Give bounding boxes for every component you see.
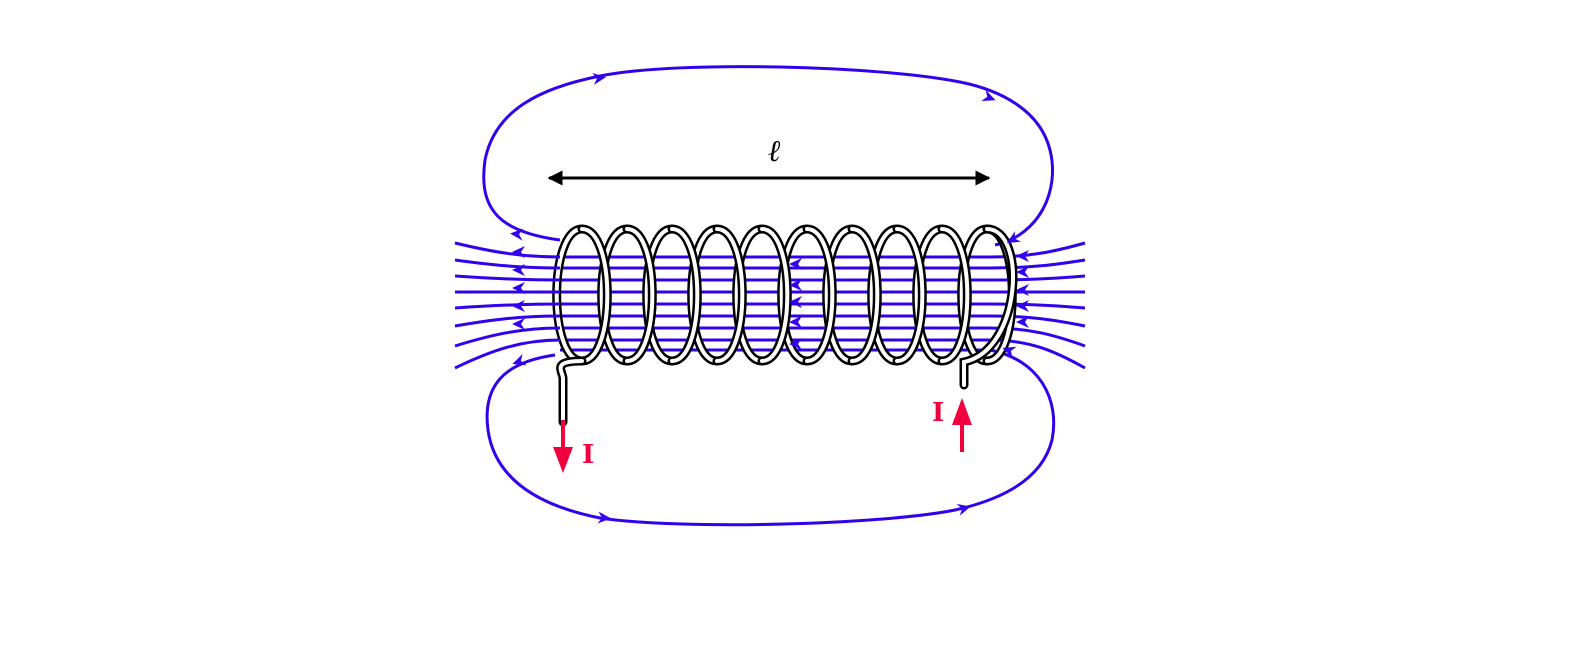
field-arrowhead (512, 300, 525, 312)
coil-front-loops (556, 224, 1018, 427)
field-arrowhead (789, 316, 802, 328)
coil-back-half-core (689, 227, 719, 363)
field-arrowhead (592, 73, 606, 85)
right-lead-wire-core (962, 227, 1015, 387)
bottom-return-loop (485, 348, 1056, 527)
coil-back-half-core (824, 227, 854, 363)
field-arrowhead (981, 89, 996, 101)
fringe-line-left (454, 302, 561, 310)
coil-front-half-core (625, 227, 655, 363)
fringe-line-left (454, 241, 561, 259)
fringe-line-left (454, 338, 561, 370)
coil-front-half-core (670, 227, 700, 363)
fringe-line-right (989, 241, 1086, 259)
coil-front-half-core (760, 227, 790, 363)
field-direction-arrows (510, 73, 1029, 524)
field-arrowhead (789, 279, 802, 291)
field-arrowhead (956, 504, 971, 516)
field-arrowhead (512, 318, 525, 330)
field-arrowhead (512, 353, 527, 366)
coil-back-half-core (644, 227, 674, 363)
coil-front-half-core (580, 227, 610, 363)
current-label-left: I (582, 440, 594, 470)
fringe-line-right (989, 274, 1086, 282)
coil-back-half-core (779, 227, 809, 363)
fringe-line-left (454, 326, 561, 348)
coil-front-half-core (940, 227, 970, 363)
field-arrowhead (1016, 250, 1029, 262)
fringe-line-left (454, 314, 561, 328)
coil-back-half-core (599, 227, 629, 363)
field-arrowhead (1016, 316, 1029, 328)
field-arrowhead (1002, 346, 1017, 359)
current-arrow-right (952, 398, 972, 452)
coil-back-half-core (554, 227, 584, 363)
coil-front-half-core (805, 227, 835, 363)
length-label: ℓ (768, 134, 781, 169)
coil-back-half-core (734, 227, 764, 363)
coil-back-half-core (914, 227, 944, 363)
fringe-line-left (454, 274, 561, 282)
current-label-right: I (932, 398, 944, 428)
field-arrowhead (789, 338, 802, 350)
fringe-line-right (989, 258, 1086, 270)
fringe-line-left (454, 258, 561, 270)
field-arrowhead (512, 264, 525, 276)
field-arrowhead (512, 246, 525, 258)
field-arrowhead (1016, 300, 1029, 312)
coil-front-half-core (895, 227, 925, 363)
fringe-line-right (989, 314, 1086, 328)
left-lead-wire-core (558, 359, 584, 424)
top-return-loop (482, 65, 1055, 247)
field-arrowhead (597, 511, 611, 524)
field-arrowhead (512, 282, 525, 294)
field-arrowhead (510, 228, 524, 241)
current-arrow-left (553, 420, 573, 473)
field-arrowhead (1006, 231, 1022, 243)
fringe-line-right (989, 302, 1086, 310)
field-arrowhead (1016, 266, 1029, 278)
exterior-field-lines (454, 65, 1086, 527)
coil-front-half-core (715, 227, 745, 363)
field-arrowhead (789, 296, 802, 308)
field-arrowhead (789, 258, 802, 270)
coil-back-half-core (869, 227, 899, 363)
field-arrowhead (1016, 284, 1029, 296)
coil-front-half-core (850, 227, 880, 363)
